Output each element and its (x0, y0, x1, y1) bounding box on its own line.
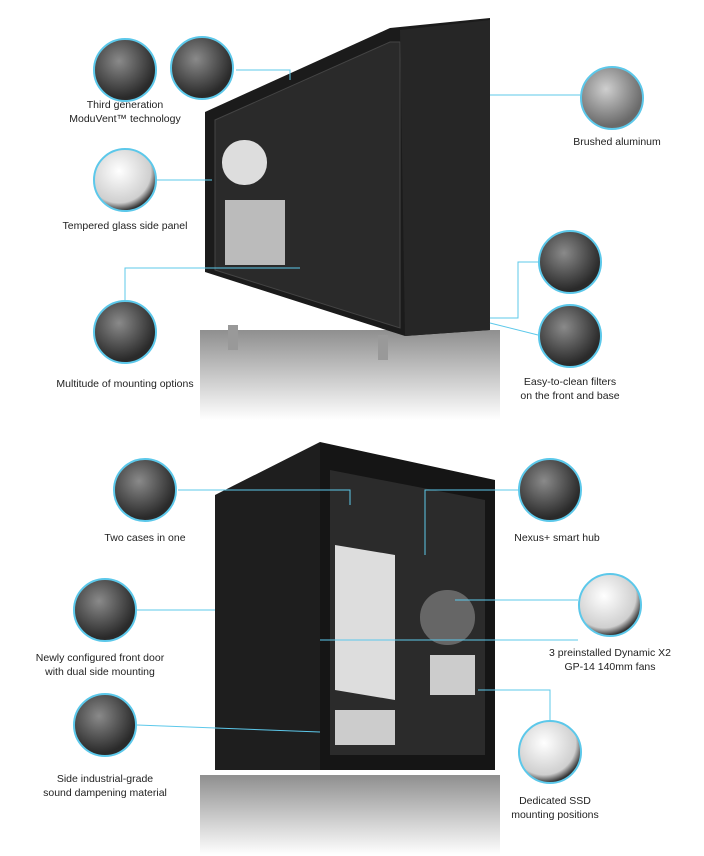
mounting-options-image (93, 300, 157, 364)
base-filter-image (538, 304, 602, 368)
dampening-material-image (73, 693, 137, 757)
label-nexus-hub: Nexus+ smart hub (514, 532, 600, 544)
brushed-aluminum-image (580, 66, 644, 130)
front-filter-image (538, 230, 602, 294)
moduvent-detail-image (93, 38, 157, 102)
label-mounting-options: Multitude of mounting options (56, 378, 194, 390)
ssd-mount-image (518, 720, 582, 784)
tempered-glass-image (93, 148, 157, 212)
nexus-hub-image (518, 458, 582, 522)
top-io-detail-image (170, 36, 234, 100)
two-cases-image (113, 458, 177, 522)
fan-image (578, 573, 642, 637)
front-door-image (73, 578, 137, 642)
callout-lines (124, 69, 580, 733)
label-two-cases: Two cases in one (104, 532, 186, 544)
label-tempered-glass: Tempered glass side panel (62, 220, 188, 232)
label-brushed-aluminum: Brushed aluminum (573, 136, 661, 148)
case-bottom (200, 442, 500, 855)
case-top (200, 18, 500, 420)
